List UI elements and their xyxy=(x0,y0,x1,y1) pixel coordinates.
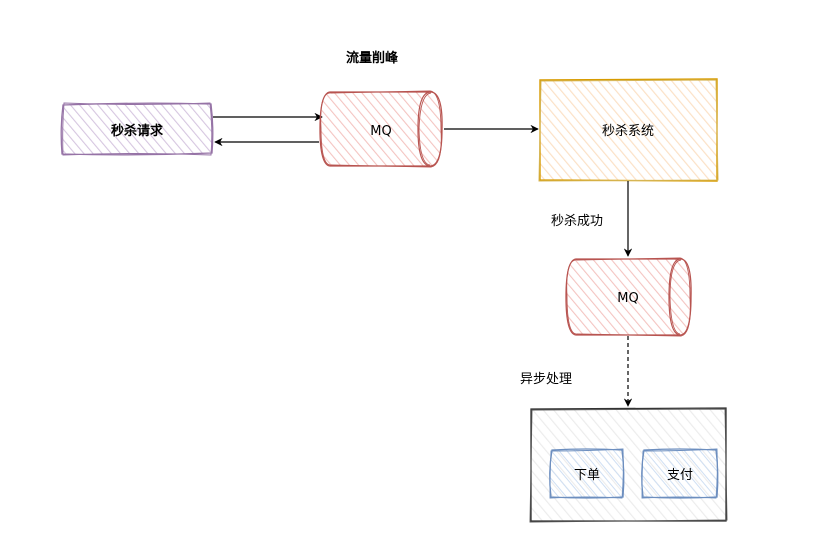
mq-top-node[interactable]: MQ xyxy=(319,90,443,168)
order-node[interactable]: 下单 xyxy=(549,448,625,499)
mq-top-label: MQ xyxy=(370,124,391,139)
mq-bottom-label: MQ xyxy=(617,291,638,306)
request-node-label: 秒杀请求 xyxy=(111,123,164,139)
pay-node[interactable]: 支付 xyxy=(641,448,719,499)
order-node-label: 下单 xyxy=(574,468,600,483)
system-node-label: 秒杀系统 xyxy=(602,124,654,139)
mq-bottom-node[interactable]: MQ xyxy=(565,257,692,337)
system-node[interactable]: 秒杀系统 xyxy=(538,78,719,182)
request-node[interactable]: 秒杀请求 xyxy=(60,102,214,156)
edge-success-label: 秒杀成功 xyxy=(551,214,603,229)
pay-node-label: 支付 xyxy=(667,468,693,483)
diagram-title: 流量削峰 xyxy=(346,50,399,66)
edge-async-label: 异步处理 xyxy=(520,372,572,387)
